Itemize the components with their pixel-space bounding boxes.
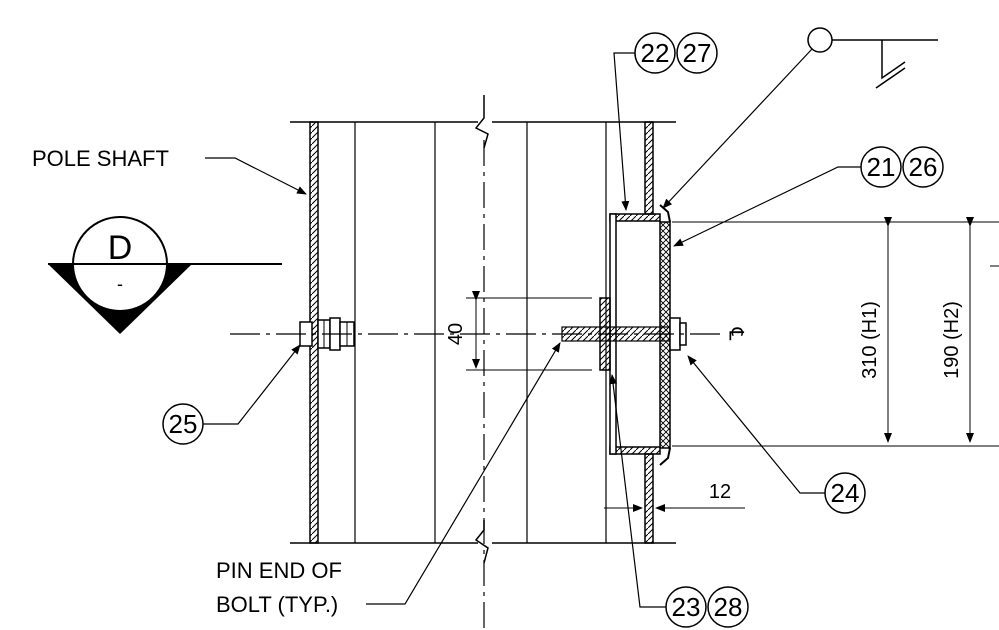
svg-text:22: 22	[641, 38, 670, 68]
svg-text:28: 28	[714, 592, 743, 622]
balloon-28: 28	[707, 586, 749, 628]
section-letter: D	[108, 229, 133, 267]
handhole-assembly	[561, 204, 687, 466]
svg-text:25: 25	[169, 409, 198, 439]
svg-text:27: 27	[683, 38, 712, 68]
svg-text:23: 23	[672, 592, 701, 622]
balloon-26: 26	[902, 146, 944, 188]
svg-text:24: 24	[831, 478, 860, 508]
balloon-25: 25	[162, 403, 204, 445]
balloon-27: 27	[676, 32, 718, 74]
balloon-23: 23	[665, 586, 707, 628]
pin-end-label-line2: BOLT (TYP.)	[216, 592, 338, 617]
centerline-symbol: ℄	[725, 327, 747, 341]
dimension-12: 12	[604, 481, 745, 512]
section-sheet: -	[117, 274, 123, 294]
pole-shaft-label: POLE SHAFT	[32, 146, 169, 171]
balloon-24: 24	[824, 472, 866, 514]
dimension-h1-h2: 310 (H1) 190 (H2)	[672, 217, 999, 447]
dimension-h1-text: 310 (H1)	[859, 301, 881, 379]
dimension-40: 40	[445, 291, 592, 371]
dimension-12-text: 12	[709, 481, 731, 503]
dimension-h2-text: 190 (H2)	[941, 301, 963, 379]
section-marker-d: D -	[48, 216, 282, 334]
weld-symbol	[662, 27, 938, 209]
dimension-40-text: 40	[445, 323, 467, 345]
svg-text:21: 21	[867, 152, 896, 182]
balloon-21: 21	[860, 146, 902, 188]
balloon-22: 22	[634, 32, 676, 74]
svg-text:26: 26	[909, 152, 938, 182]
pin-end-label-line1: PIN END OF	[216, 558, 342, 583]
pole-shaft-body	[290, 95, 676, 630]
